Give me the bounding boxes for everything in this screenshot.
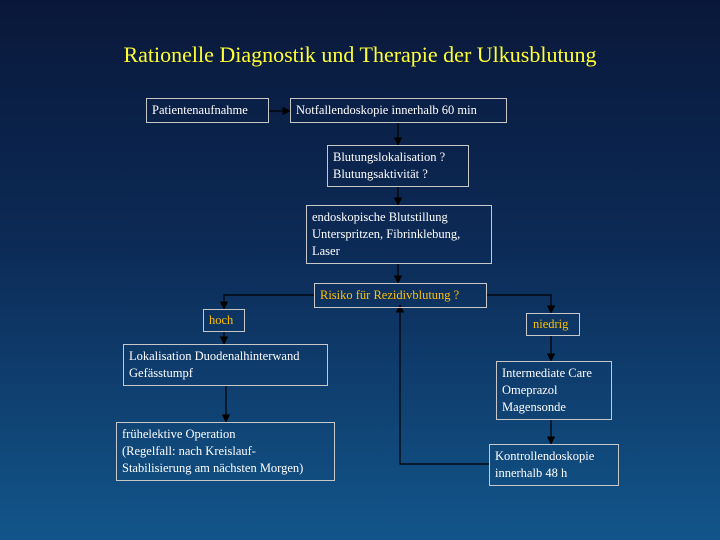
intermediate-care-label: Intermediate Care <box>502 366 592 380</box>
arrow-rezidiv-to-niedrig <box>487 294 556 314</box>
blutstillung-box: endoskopische Blutstillung Unterspritzen… <box>306 205 492 264</box>
gefaesstumpf-label: Gefässtumpf <box>129 366 193 380</box>
kontroll-interval-label: innerhalb 48 h <box>495 466 568 480</box>
blutungslokalisation-label: Blutungslokalisation ? <box>333 150 446 164</box>
blutstillung-laser: Laser <box>312 244 340 258</box>
blutungsaktivitaet-label: Blutungsaktivität ? <box>333 167 428 181</box>
niedrig-label: niedrig <box>533 317 569 331</box>
blutung-box: Blutungslokalisation ? Blutungsaktivität… <box>327 145 469 187</box>
notfallendoskopie-box: Notfallendoskopie innerhalb 60 min <box>290 98 507 123</box>
patientenaufnahme-box: Patientenaufnahme <box>146 98 269 123</box>
rezidiv-label: Risiko für Rezidivblutung ? <box>320 288 460 302</box>
arrow-rezidiv-to-hoch <box>219 294 314 310</box>
slide-title: Rationelle Diagnostik und Therapie der U… <box>123 42 597 67</box>
operation-note-2: Stabilisierung am nächsten Morgen) <box>122 461 304 475</box>
kontrollendoskopie-box: Kontrollendoskopie innerhalb 48 h <box>489 444 619 486</box>
intermediate-box: Intermediate Care Omeprazol Magensonde <box>496 361 612 420</box>
niedrig-box: niedrig <box>526 313 580 336</box>
magensonde-label: Magensonde <box>502 400 566 414</box>
lokalisation-box: Lokalisation Duodenalhinterwand Gefässtu… <box>123 344 328 386</box>
lokalisation-label: Lokalisation Duodenalhinterwand <box>129 349 300 363</box>
hoch-label: hoch <box>209 313 234 327</box>
patientenaufnahme-label: Patientenaufnahme <box>152 103 248 117</box>
notfallendoskopie-label: Notfallendoskopie innerhalb 60 min <box>296 103 477 117</box>
operation-note-1: (Regelfall: nach Kreislauf- <box>122 444 256 458</box>
operation-title: frühelektive Operation <box>122 427 236 441</box>
kontrollendoskopie-label: Kontrollendoskopie <box>495 449 595 463</box>
omeprazol-label: Omeprazol <box>502 383 558 397</box>
operation-box: frühelektive Operation (Regelfall: nach … <box>116 422 335 481</box>
blutstillung-title: endoskopische Blutstillung <box>312 210 448 224</box>
arrow-kontroll-to-rezidiv <box>395 304 489 465</box>
rezidiv-box: Risiko für Rezidivblutung ? <box>314 283 487 308</box>
blutstillung-methods: Unterspritzen, Fibrinklebung, <box>312 227 461 241</box>
hoch-box: hoch <box>203 309 245 332</box>
